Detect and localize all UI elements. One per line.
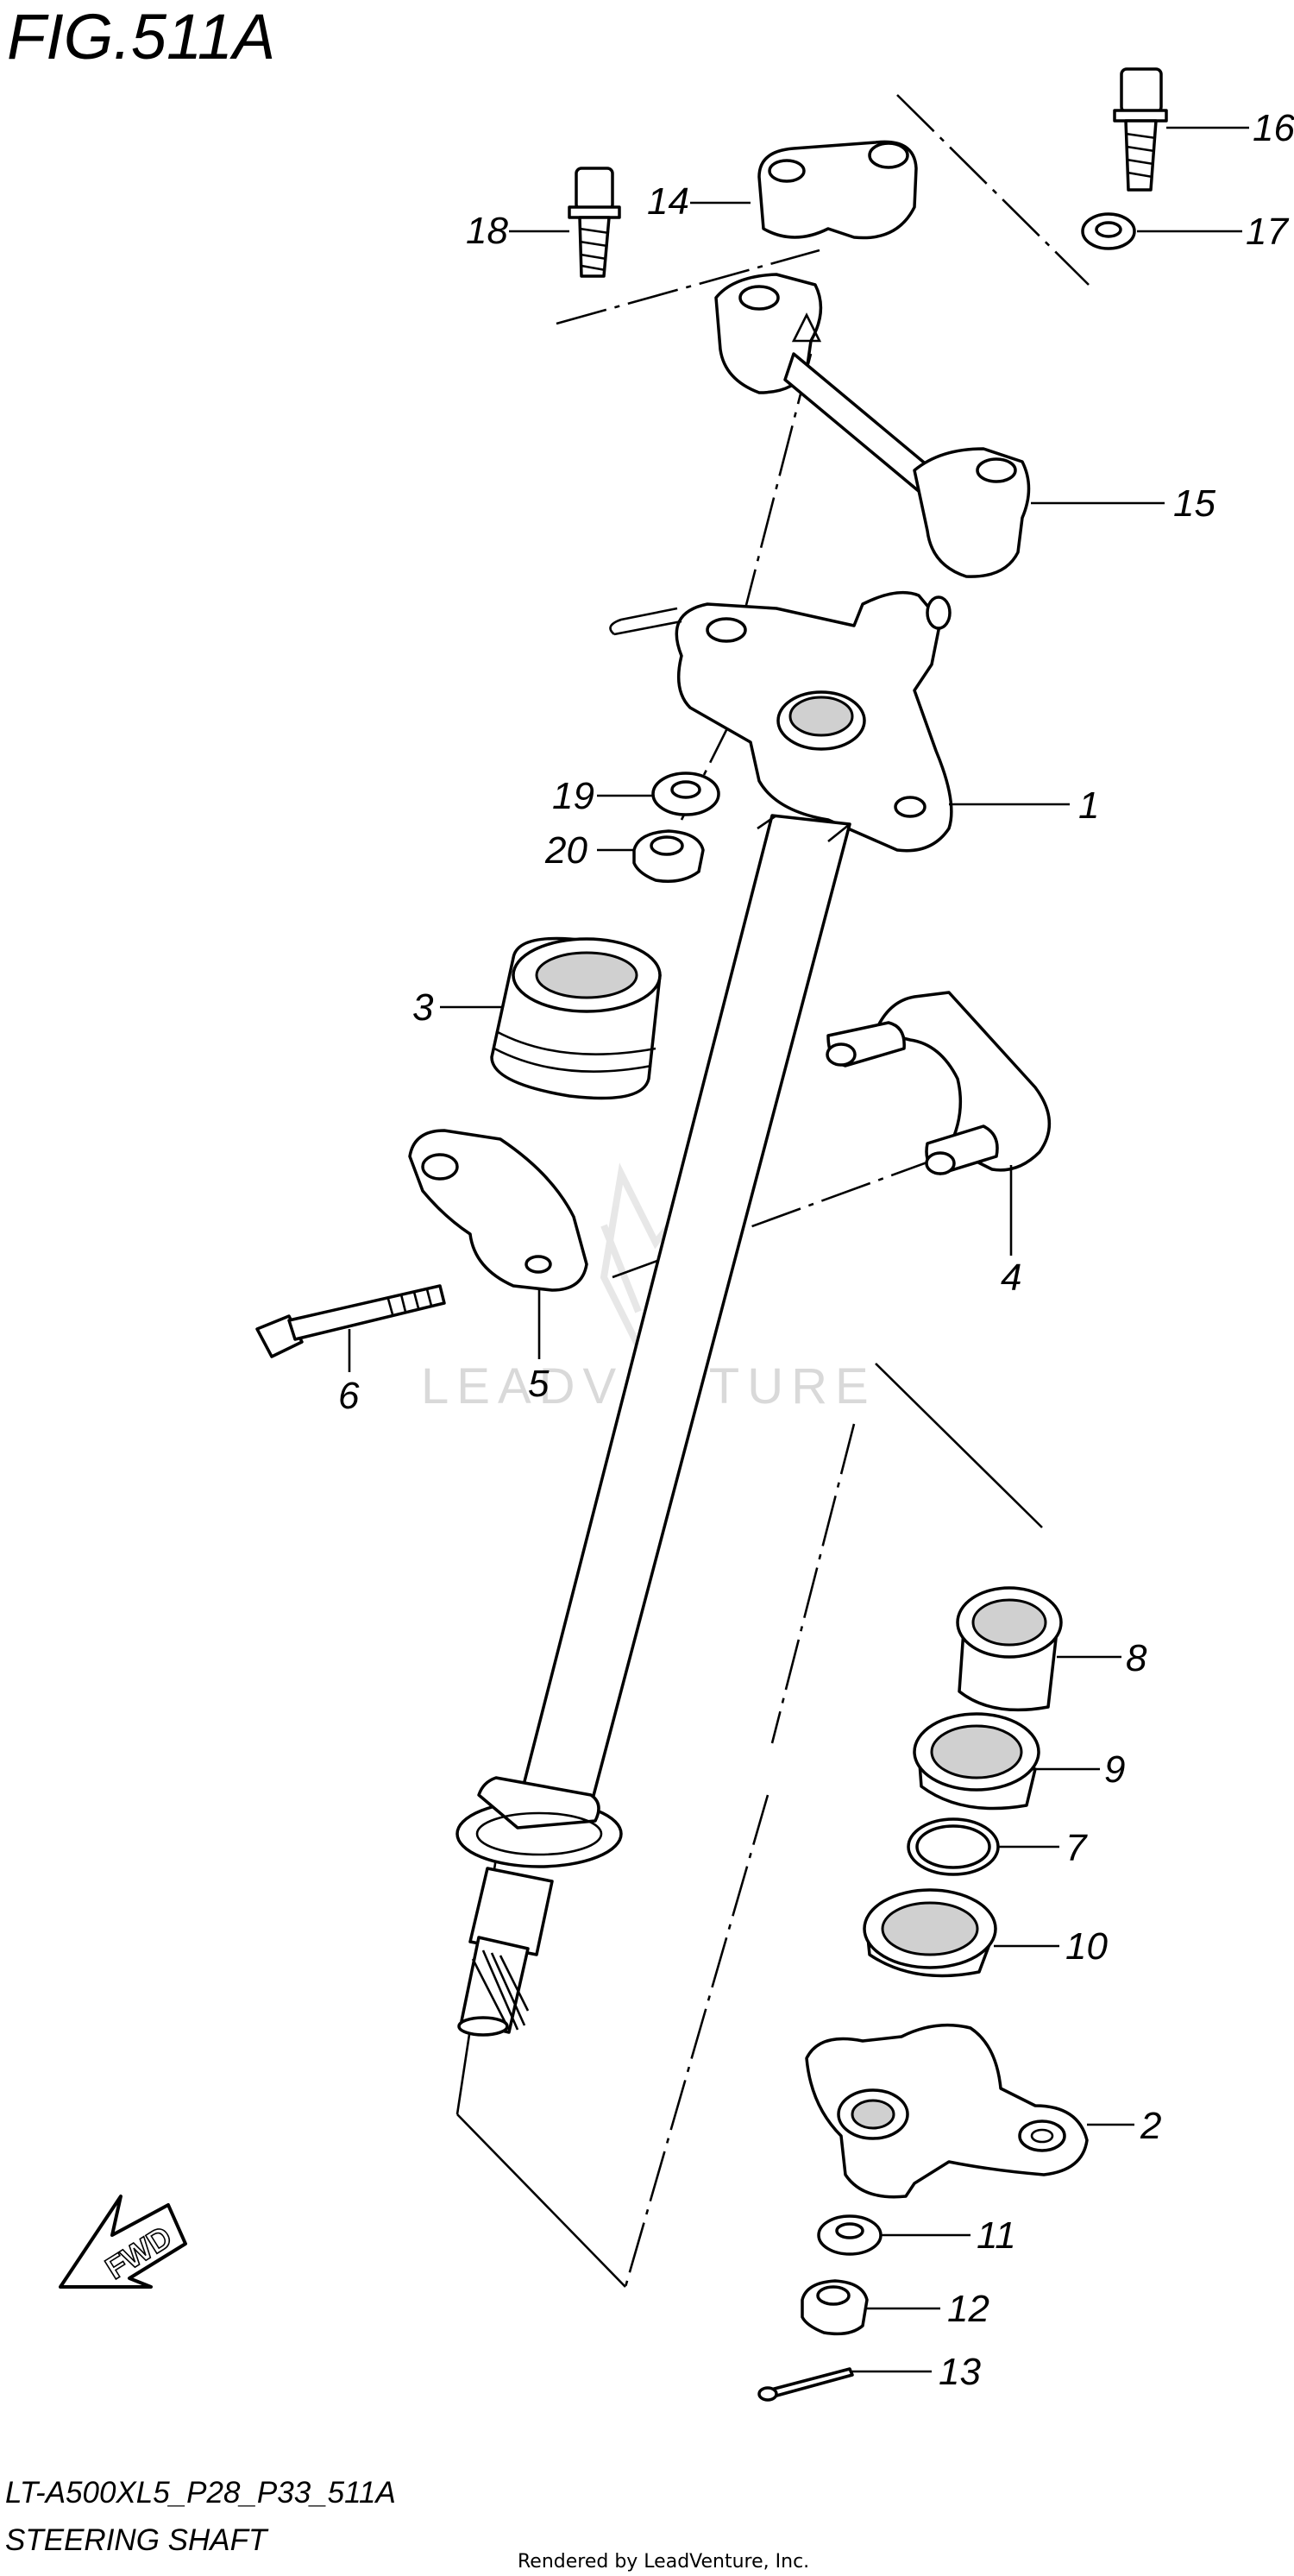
part-17-washer <box>1081 212 1136 250</box>
part-14-handlebar-holder-upper <box>757 140 918 240</box>
part-16-bolt <box>1113 67 1168 192</box>
part-10-seal <box>863 1888 997 1978</box>
callout-label-18: 18 <box>466 210 508 252</box>
part-20-nut <box>632 829 705 883</box>
callout-16: 16 <box>1166 107 1294 149</box>
callout-label-4: 4 <box>1001 1257 1021 1299</box>
callout-6: 6 <box>338 1329 360 1417</box>
part-13-cotter-pin <box>757 2367 854 2402</box>
callout-label-2: 2 <box>1140 2105 1161 2147</box>
callout-2: 2 <box>1087 2105 1161 2147</box>
callout-20: 20 <box>544 829 634 872</box>
figure-title: FIG.511A <box>7 1 275 72</box>
callout-14: 14 <box>647 180 751 223</box>
part-12-nut <box>801 2279 869 2336</box>
callout-17: 17 <box>1137 211 1289 253</box>
callout-label-7: 7 <box>1065 1827 1088 1869</box>
callout-label-8: 8 <box>1126 1637 1147 1679</box>
model-code: LT-A500XL5_P28_P33_511A <box>5 2476 396 2510</box>
part-6-long-bolt <box>255 1284 446 1358</box>
part-4-holder <box>826 991 1051 1175</box>
callout-label-16: 16 <box>1253 107 1294 149</box>
part-18-bolt <box>568 167 621 278</box>
callout-10: 10 <box>994 1925 1108 1968</box>
callout-19: 19 <box>552 775 652 817</box>
callout-label-17: 17 <box>1246 211 1289 253</box>
callout-label-19: 19 <box>552 775 594 817</box>
callout-label-11: 11 <box>977 2214 1016 2257</box>
steering-shaft-column <box>455 814 851 2037</box>
callout-label-20: 20 <box>544 829 587 872</box>
callout-11: 11 <box>881 2214 1016 2257</box>
callout-label-3: 3 <box>412 986 434 1029</box>
callout-label-1: 1 <box>1078 784 1099 827</box>
callout-label-5: 5 <box>528 1363 550 1405</box>
callout-label-12: 12 <box>947 2288 989 2330</box>
callout-label-10: 10 <box>1065 1925 1108 1968</box>
callout-18: 18 <box>466 210 569 252</box>
section-name: STEERING SHAFT <box>5 2523 269 2557</box>
part-1-steering-upper-bracket <box>609 590 953 853</box>
callout-3: 3 <box>412 986 502 1029</box>
callout-label-9: 9 <box>1104 1748 1125 1791</box>
callout-8: 8 <box>1057 1637 1147 1679</box>
callout-7: 7 <box>998 1827 1088 1869</box>
callout-label-14: 14 <box>647 180 689 223</box>
callout-12: 12 <box>867 2288 989 2330</box>
callout-label-6: 6 <box>338 1375 360 1417</box>
forward-arrow-icon: FWD <box>59 2195 187 2289</box>
part-5-clamp <box>408 1129 588 1292</box>
callout-15: 15 <box>1031 482 1215 525</box>
part-15-handlebar-holder-lower <box>714 273 1031 578</box>
part-19-washer <box>651 772 720 816</box>
callout-9: 9 <box>1033 1748 1125 1791</box>
callout-label-13: 13 <box>939 2351 981 2393</box>
part-8-bushing <box>956 1586 1063 1712</box>
callout-1: 1 <box>949 784 1099 827</box>
part-11-washer <box>817 2214 883 2256</box>
callout-5: 5 <box>528 1290 550 1405</box>
part-2-steering-lower-arm <box>805 2023 1089 2199</box>
callout-13: 13 <box>852 2351 981 2393</box>
callout-label-15: 15 <box>1173 482 1215 525</box>
render-credit: Rendered by LeadVenture, Inc. <box>518 2551 809 2573</box>
part-3-bushing <box>490 936 662 1100</box>
callout-4: 4 <box>1001 1165 1021 1299</box>
part-9-bearing <box>913 1712 1040 1811</box>
part-7-o-ring <box>907 1817 1000 1876</box>
